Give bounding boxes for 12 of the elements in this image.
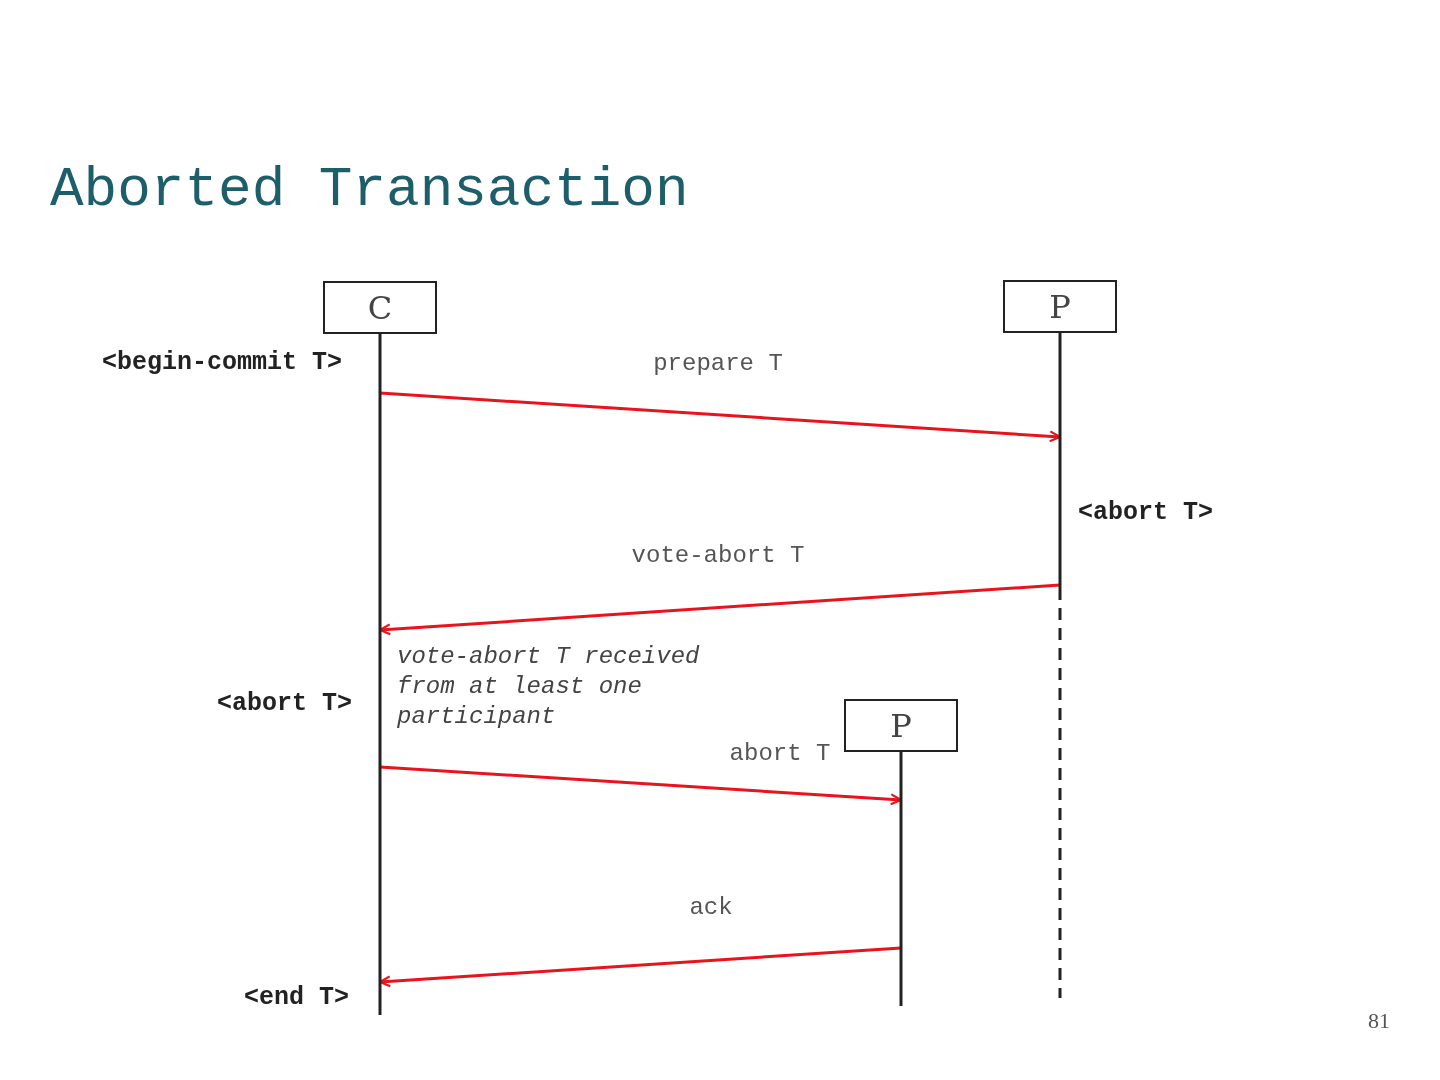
message-arrow <box>379 391 1062 443</box>
note-text: vote-abort T received from at least one participant <box>397 642 701 732</box>
log-record-label: <begin-commit T> <box>101 348 342 377</box>
slide-title: Aborted Transaction <box>50 158 689 222</box>
message-arrow <box>379 765 903 806</box>
log-record-label: <abort T> <box>1078 498 1214 527</box>
participant-box: C <box>323 281 437 334</box>
participant-box: P <box>1003 280 1117 333</box>
log-record-label: <abort T> <box>216 689 352 718</box>
log-record-label: <end T> <box>243 983 349 1012</box>
participant-box: P <box>844 699 958 752</box>
page-number: 81 <box>1368 1008 1390 1034</box>
